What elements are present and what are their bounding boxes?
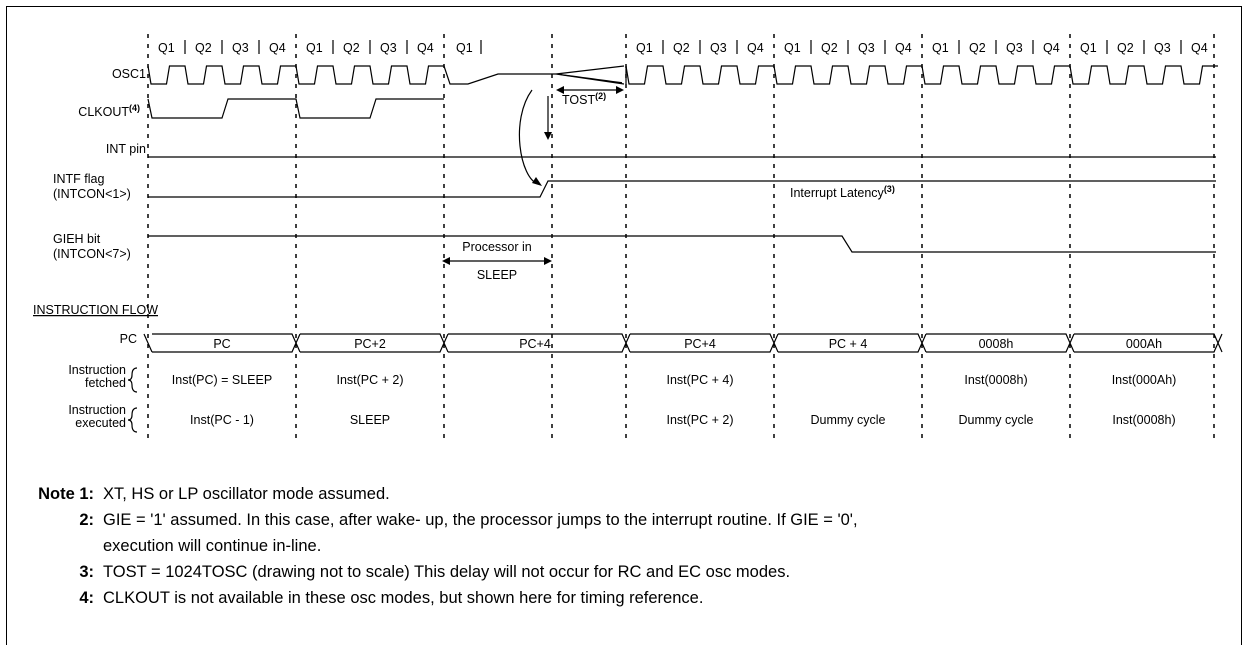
q-label: Q4: [1191, 41, 1208, 55]
q-label: Q3: [380, 41, 397, 55]
pc-value: 0008h: [979, 337, 1014, 351]
executed-instruction: Dummy cycle: [958, 413, 1033, 427]
q-label: Q3: [232, 41, 249, 55]
dynamic-waveforms: Q1 Q2 Q3 Q4 Q1 Q2 Q3 Q4 Q1 Q1 Q2 Q3 Q4 Q1 Q2 Q3 Q4 Q1 Q2 Q3…: [143, 34, 1223, 438]
instruction-flow-heading: INSTRUCTION FLOW: [33, 303, 158, 317]
q-label: Q2: [673, 41, 690, 55]
int-pin-label: INT pin: [106, 142, 146, 156]
osc1-startup-oscillation: [559, 73, 623, 84]
q-label: Q1: [932, 41, 949, 55]
fetched-instruction: Inst(PC + 4): [666, 373, 733, 387]
intf-flag-label: INTF flag: [53, 172, 104, 186]
notes: Note 1:XT, HS or LP oscillator mode assu…: [18, 481, 858, 611]
q-label: Q2: [343, 41, 360, 55]
q-label: Q3: [710, 41, 727, 55]
q-label: Q4: [1043, 41, 1060, 55]
intf-flag-waveform: [148, 180, 1216, 198]
executed-instruction: Dummy cycle: [810, 413, 885, 427]
note-2: 2:GIE = '1' assumed. In this case, after…: [79, 511, 858, 555]
pc-row-label: PC: [120, 332, 137, 346]
q-label: Q4: [269, 41, 286, 55]
q-label: Q3: [1154, 41, 1171, 55]
executed-instruction: Inst(PC + 2): [666, 413, 733, 427]
pc-value: PC+2: [354, 337, 386, 351]
fetched-brace: [127, 367, 138, 393]
tost-arrow-right: [616, 86, 624, 94]
executed-row-label-2: executed: [75, 416, 126, 430]
clkout-label: CLKOUT(4): [78, 103, 140, 119]
q-label: Q2: [1117, 41, 1134, 55]
pc-bus-segment: [630, 333, 779, 353]
pc-value: PC + 4: [829, 337, 868, 351]
q-label: Q1: [784, 41, 801, 55]
gieh-register-label: (INTCON<7>): [53, 247, 131, 261]
pc-value: 000Ah: [1126, 337, 1162, 351]
sleep-arrow-right: [544, 257, 552, 265]
executed-instruction: SLEEP: [350, 413, 390, 427]
fetched-instruction: Inst(0008h): [964, 373, 1027, 387]
gieh-bit-waveform: [148, 235, 1216, 253]
interrupt-latency-label: Interrupt Latency(3): [790, 184, 895, 200]
sleep-label: SLEEP: [477, 268, 517, 282]
pc-value: PC: [213, 337, 230, 351]
pc-bus-segment: [778, 333, 927, 353]
q-label: Q2: [195, 41, 212, 55]
osc1-waveform: [147, 65, 556, 85]
pc-bus-segment: [300, 333, 449, 353]
fetched-instruction: Inst(PC) = SLEEP: [172, 373, 272, 387]
q-label: Q1: [456, 41, 473, 55]
q-label: Q1: [158, 41, 175, 55]
tost-label: TOST(2): [562, 91, 606, 107]
intf-flag-register-label: (INTCON<1>): [53, 187, 131, 201]
interrupt-arrow-head: [544, 132, 552, 140]
pc-bus-segment: [448, 333, 631, 353]
pc-bus-segment: [1074, 333, 1223, 353]
fetched-row-label: Instruction: [68, 363, 126, 377]
q-label: Q1: [306, 41, 323, 55]
gieh-bit-label: GIEH bit: [53, 232, 101, 246]
q-label: Q2: [821, 41, 838, 55]
osc1-waveform-resumed: [625, 65, 1218, 85]
figure-frame: [6, 6, 1242, 645]
executed-instruction: Inst(PC - 1): [190, 413, 254, 427]
executed-row-label: Instruction: [68, 403, 126, 417]
processor-in-sleep-label: Processor in: [462, 240, 532, 254]
pc-bus-segment: [152, 333, 301, 353]
sleep-arrow-left: [442, 257, 450, 265]
pc-value: PC+4: [519, 337, 551, 351]
wakeup-arrow: [518, 89, 539, 185]
note-1: Note 1:XT, HS or LP oscillator mode assu…: [38, 485, 390, 503]
q-label: Q4: [747, 41, 764, 55]
tost-arrow-left: [556, 86, 564, 94]
wakeup-arrow-head: [532, 177, 542, 186]
pc-value: PC+4: [684, 337, 716, 351]
executed-brace: [127, 407, 138, 433]
executed-instruction: Inst(0008h): [1112, 413, 1175, 427]
timing-diagram: OSC1 CLKOUT(4) INT pin INTF flag (INTCON…: [33, 34, 1223, 438]
q-label: Q3: [858, 41, 875, 55]
q-label: Q1: [636, 41, 653, 55]
note-4: 4:CLKOUT is not available in these osc m…: [79, 589, 704, 607]
q-label: Q2: [969, 41, 986, 55]
fetched-instruction: Inst(PC + 2): [336, 373, 403, 387]
fetched-row-label-2: fetched: [85, 376, 126, 390]
q-label: Q3: [1006, 41, 1023, 55]
q-label: Q4: [895, 41, 912, 55]
q-label: Q1: [1080, 41, 1097, 55]
q-label: Q4: [417, 41, 434, 55]
pc-bus-start: [143, 333, 153, 353]
pc-bus-segment: [926, 333, 1075, 353]
osc1-label: OSC1: [112, 67, 146, 81]
fetched-instruction: Inst(000Ah): [1112, 373, 1177, 387]
clkout-waveform: [147, 98, 444, 119]
note-3: 3:TOST = 1024TOSC (drawing not to scale)…: [79, 563, 791, 581]
